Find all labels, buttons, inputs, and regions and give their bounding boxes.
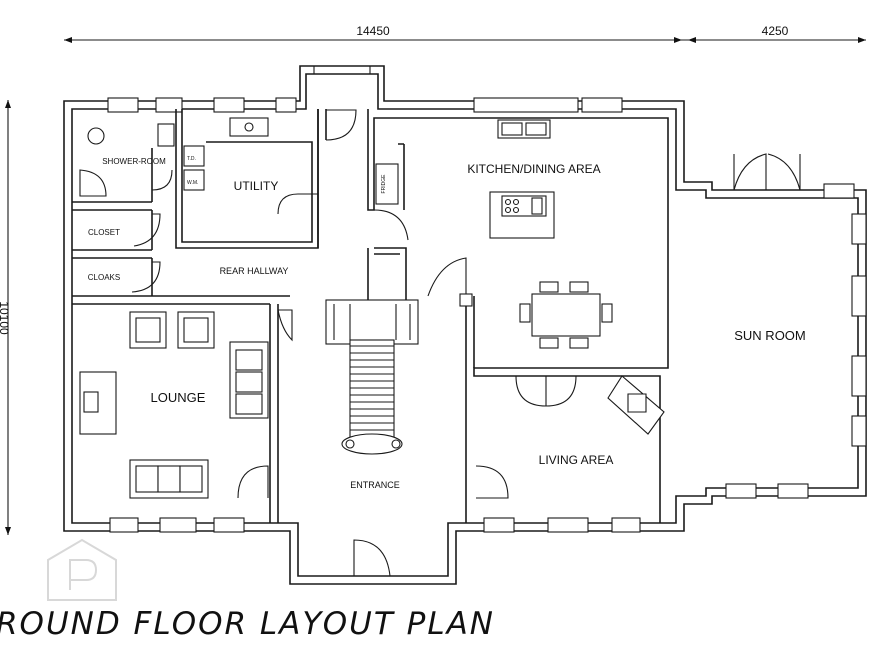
room-label-closet: CLOSET [88, 228, 120, 237]
kitchen-fixtures [375, 119, 555, 239]
lounge-furniture [79, 311, 269, 499]
room-label-sunroom: SUN ROOM [734, 328, 806, 343]
interior-walls [72, 109, 669, 523]
room-label-cloaks: CLOAKS [88, 273, 120, 282]
label-fridge: FRIDGE [381, 174, 387, 194]
room-label-utility: UTILITY [234, 179, 279, 193]
dining-table [519, 281, 613, 349]
room-label-living: LIVING AREA [539, 453, 614, 467]
room-label-entrance: ENTRANCE [350, 480, 400, 490]
label-wm: W.M. [187, 180, 198, 186]
plan-title: ROUND FLOOR LAYOUT PLAN [0, 606, 495, 642]
utility-fixtures [183, 117, 269, 191]
shower-room-fixtures [79, 123, 175, 197]
room-label-lounge: LOUNGE [151, 390, 206, 405]
windows [107, 97, 867, 533]
dimension-width-main: 14450 [356, 24, 390, 38]
room-label-rear-hallway: REAR HALLWAY [220, 266, 289, 276]
sunroom-doors [733, 153, 801, 191]
staircase [325, 293, 473, 455]
dimension-width-sunroom: 4250 [762, 24, 789, 38]
dimension-lines [5, 37, 866, 535]
doors [131, 109, 577, 577]
room-label-shower: SHOWER-ROOM [102, 157, 166, 166]
watermark-logo [47, 538, 117, 601]
tv-unit [607, 375, 665, 435]
dimension-height: 10100 [0, 301, 11, 335]
label-td: T.D. [187, 156, 196, 162]
room-label-kitchen: KITCHEN/DINING AREA [467, 162, 600, 176]
